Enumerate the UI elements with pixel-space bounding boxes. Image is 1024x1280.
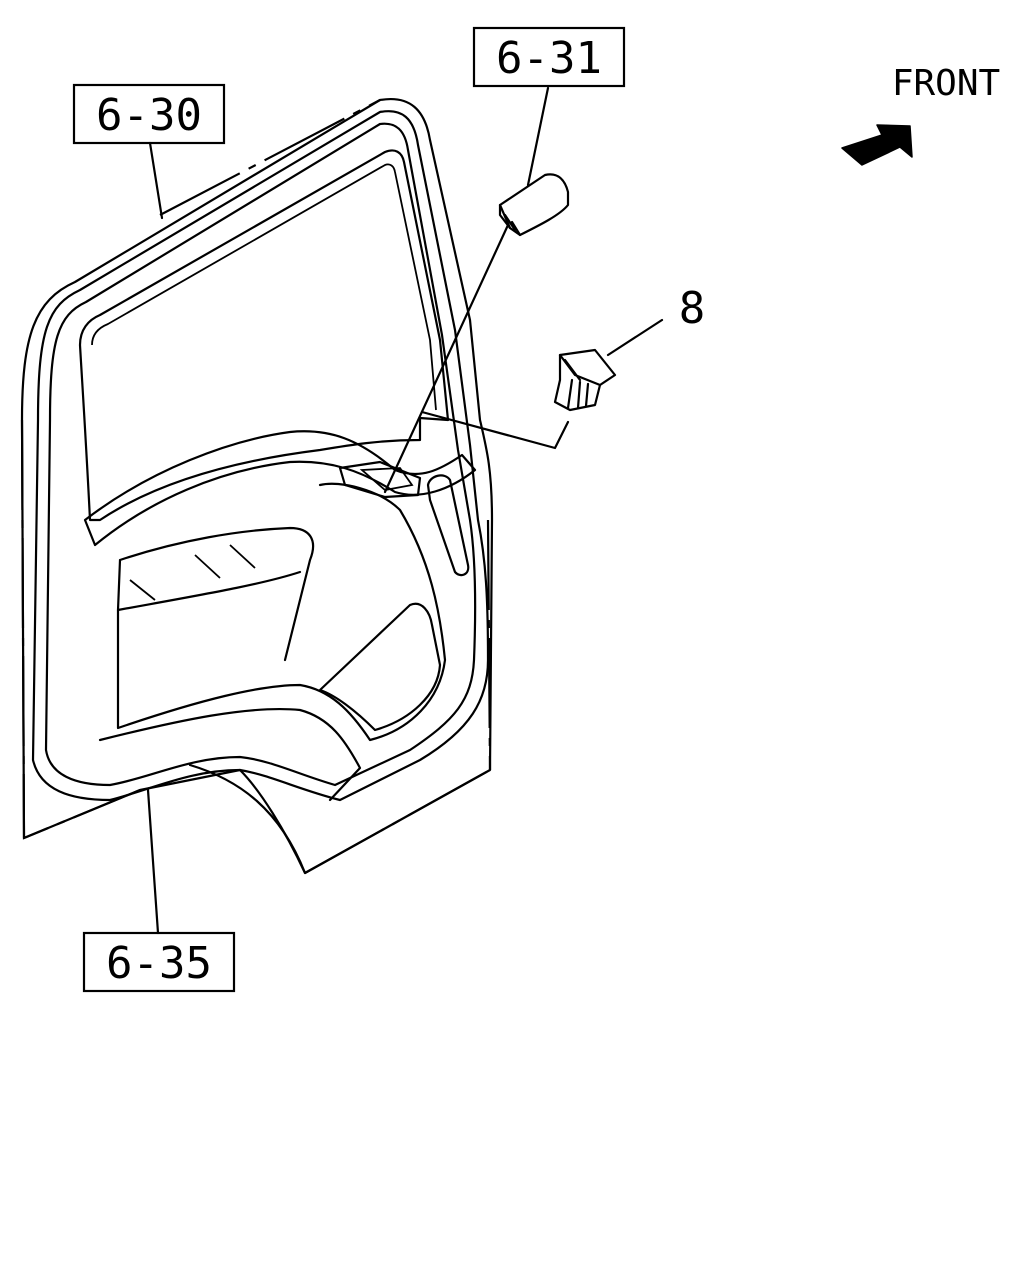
- front-label: FRONT: [892, 63, 1000, 104]
- part-6-31-leader: [526, 86, 550, 187]
- part-8-body: [553, 348, 617, 412]
- door-right-dash: [486, 519, 492, 771]
- front-indicator: FRONT: [841, 63, 1000, 166]
- part-6-31-face: [498, 203, 522, 237]
- callout-6-31: 6-31: [472, 26, 626, 88]
- door-seal-inner: [44, 122, 477, 787]
- part-6-31: [383, 86, 570, 494]
- callout-6-31-box: [472, 26, 626, 88]
- lower-pocket-inner: [318, 602, 442, 732]
- inner-handle-slot: [426, 474, 470, 577]
- callout-6-31-label: 6-31: [496, 33, 602, 84]
- window-opening-inner: [91, 163, 437, 411]
- door-edge-dash: [159, 99, 381, 216]
- lower-pocket: [116, 482, 447, 742]
- door-outer-outline: [20, 97, 494, 875]
- window-opening: [78, 149, 450, 522]
- door-bottom-dash: [304, 769, 491, 874]
- callout-6-35-label: 6-35: [106, 938, 212, 989]
- callout-6-35: 6-35: [82, 788, 236, 993]
- callout-8-label: 8: [679, 283, 706, 334]
- callout-6-30: 6-30: [72, 83, 226, 220]
- door-skirt: [188, 763, 307, 875]
- part-8-top: [558, 353, 602, 410]
- callout-6-30-leader: [148, 141, 164, 220]
- part-6-31-install-line: [383, 223, 510, 494]
- part-8-install-line: [420, 410, 570, 450]
- callout-6-35-leader: [146, 788, 160, 935]
- armrest-loop: [83, 430, 477, 547]
- armrest-handle: [116, 526, 315, 662]
- part-8: [420, 318, 664, 450]
- callout-6-35-box: [82, 931, 236, 993]
- part-8-leader: [606, 318, 664, 357]
- switch-panel-cutout: [359, 467, 414, 491]
- callout-6-30-label: 6-30: [96, 90, 202, 141]
- switch-panel-recess: [338, 460, 422, 499]
- armrest-slot-a: [129, 544, 256, 601]
- door-assembly: [20, 97, 494, 875]
- callout-6-30-box: [72, 83, 226, 145]
- part-6-31-body: [498, 173, 570, 237]
- door-left-dash: [20, 419, 141, 840]
- lower-trim-outline: [98, 707, 362, 802]
- front-arrow-icon: [841, 124, 913, 166]
